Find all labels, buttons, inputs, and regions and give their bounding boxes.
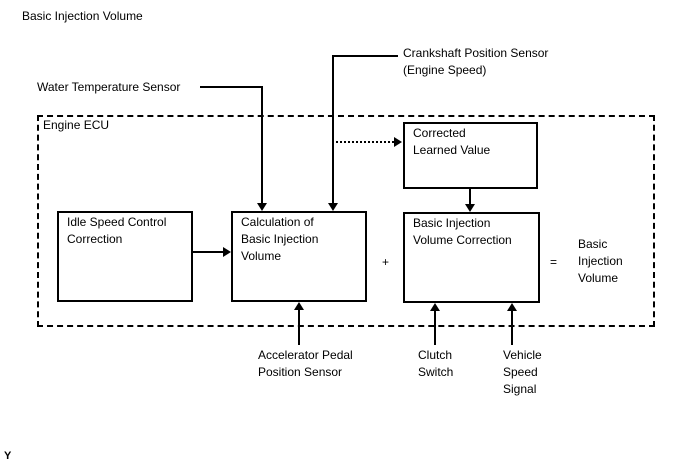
label-water-temperature-sensor: Water Temperature Sensor bbox=[37, 80, 181, 94]
accelerator-arrowhead-icon bbox=[294, 302, 304, 310]
page-marker-y: Y bbox=[4, 450, 12, 462]
water-temp-connector-line bbox=[200, 86, 263, 88]
water-temp-arrowhead-icon bbox=[257, 203, 267, 211]
crankshaft-connector-line bbox=[332, 55, 334, 203]
block-idle-speed-control-correction: Idle Speed Control Correction bbox=[57, 211, 193, 302]
learned-to-correction-arrowhead-icon bbox=[465, 204, 475, 212]
block-calculation-of-basic-injection-volume: Calculation of Basic Injection Volume bbox=[231, 211, 367, 302]
block-corrected-learned-value: Corrected Learned Value bbox=[403, 122, 538, 189]
vehicle-speed-arrowhead-icon bbox=[507, 303, 517, 311]
block-basic-injection-volume-correction: Basic Injection Volume Correction bbox=[403, 212, 540, 303]
label-basic-injection-volume-output: Basic Injection Volume bbox=[578, 237, 623, 285]
learned-value-dotted-line bbox=[336, 141, 394, 143]
engine-ecu-boundary bbox=[37, 115, 655, 327]
crankshaft-connector-line bbox=[332, 55, 398, 57]
learned-value-arrowhead-icon bbox=[394, 137, 402, 147]
crankshaft-arrowhead-icon bbox=[328, 203, 338, 211]
accelerator-connector-line bbox=[298, 310, 300, 345]
water-temp-connector-line bbox=[261, 86, 263, 203]
idle-to-calculation-line bbox=[193, 251, 223, 253]
learned-to-correction-line bbox=[469, 189, 471, 204]
equals-operator: = bbox=[550, 255, 558, 269]
label-accelerator-pedal-position-sensor: Accelerator Pedal Position Sensor bbox=[258, 348, 353, 379]
idle-to-calculation-arrowhead-icon bbox=[223, 247, 231, 257]
label-clutch-switch: Clutch Switch bbox=[418, 348, 454, 379]
label-crankshaft-position-sensor: Crankshaft Position Sensor (Engine Speed… bbox=[403, 46, 549, 77]
page-title: Basic Injection Volume bbox=[22, 9, 143, 23]
engine-ecu-label: Engine ECU bbox=[43, 118, 110, 132]
clutch-connector-line bbox=[434, 311, 436, 345]
plus-operator: + bbox=[382, 255, 390, 269]
clutch-arrowhead-icon bbox=[430, 303, 440, 311]
vehicle-speed-connector-line bbox=[511, 311, 513, 345]
label-vehicle-speed-signal: Vehicle Speed Signal bbox=[503, 348, 542, 396]
